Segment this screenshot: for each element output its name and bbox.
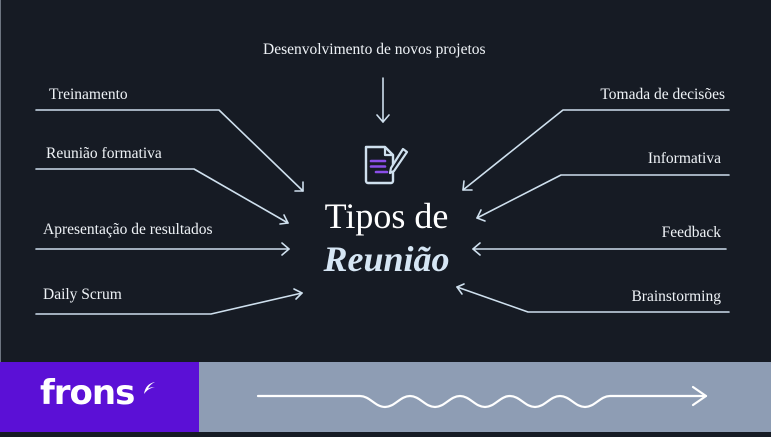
label-right-4: Brainstorming xyxy=(631,288,721,305)
arrow-brainstorming xyxy=(456,283,730,313)
arrow-treinamento xyxy=(35,109,304,192)
label-left-1: Treinamento xyxy=(49,86,128,103)
wavy-arrow-icon xyxy=(256,385,708,409)
label-left-4: Daily Scrum xyxy=(43,286,122,303)
connector-arrows xyxy=(35,77,730,315)
arrow-feedback xyxy=(472,242,727,256)
label-top: Desenvolvimento de novos projetos xyxy=(263,41,486,58)
label-left-3: Apresentação de resultados xyxy=(43,221,213,238)
label-left-2: Reunião formativa xyxy=(46,145,162,162)
arrow-daily-scrum xyxy=(35,288,303,315)
footer: frons xyxy=(0,362,771,432)
arrow-apresentacao xyxy=(35,242,290,256)
decorative-band xyxy=(199,362,771,432)
arrow-informativa xyxy=(476,174,730,222)
label-right-2: Informativa xyxy=(647,150,721,167)
page-title-line2: Reunião xyxy=(323,239,450,279)
label-right-3: Feedback xyxy=(661,224,721,241)
arrow-down-icon xyxy=(376,77,390,123)
document-pen-icon xyxy=(364,145,409,185)
page-title-line1: Tipos de xyxy=(324,196,449,236)
brand-logo-text: frons xyxy=(40,373,135,413)
leaf-icon xyxy=(144,382,155,394)
brand-block: frons xyxy=(0,362,199,432)
arrow-tomada-de-decisoes xyxy=(462,109,730,191)
arrow-reuniao-formativa xyxy=(35,168,289,225)
infographic-canvas: Desenvolvimento de novos projetos Treina… xyxy=(0,0,730,362)
label-right-1: Tomada de decisões xyxy=(600,86,725,103)
